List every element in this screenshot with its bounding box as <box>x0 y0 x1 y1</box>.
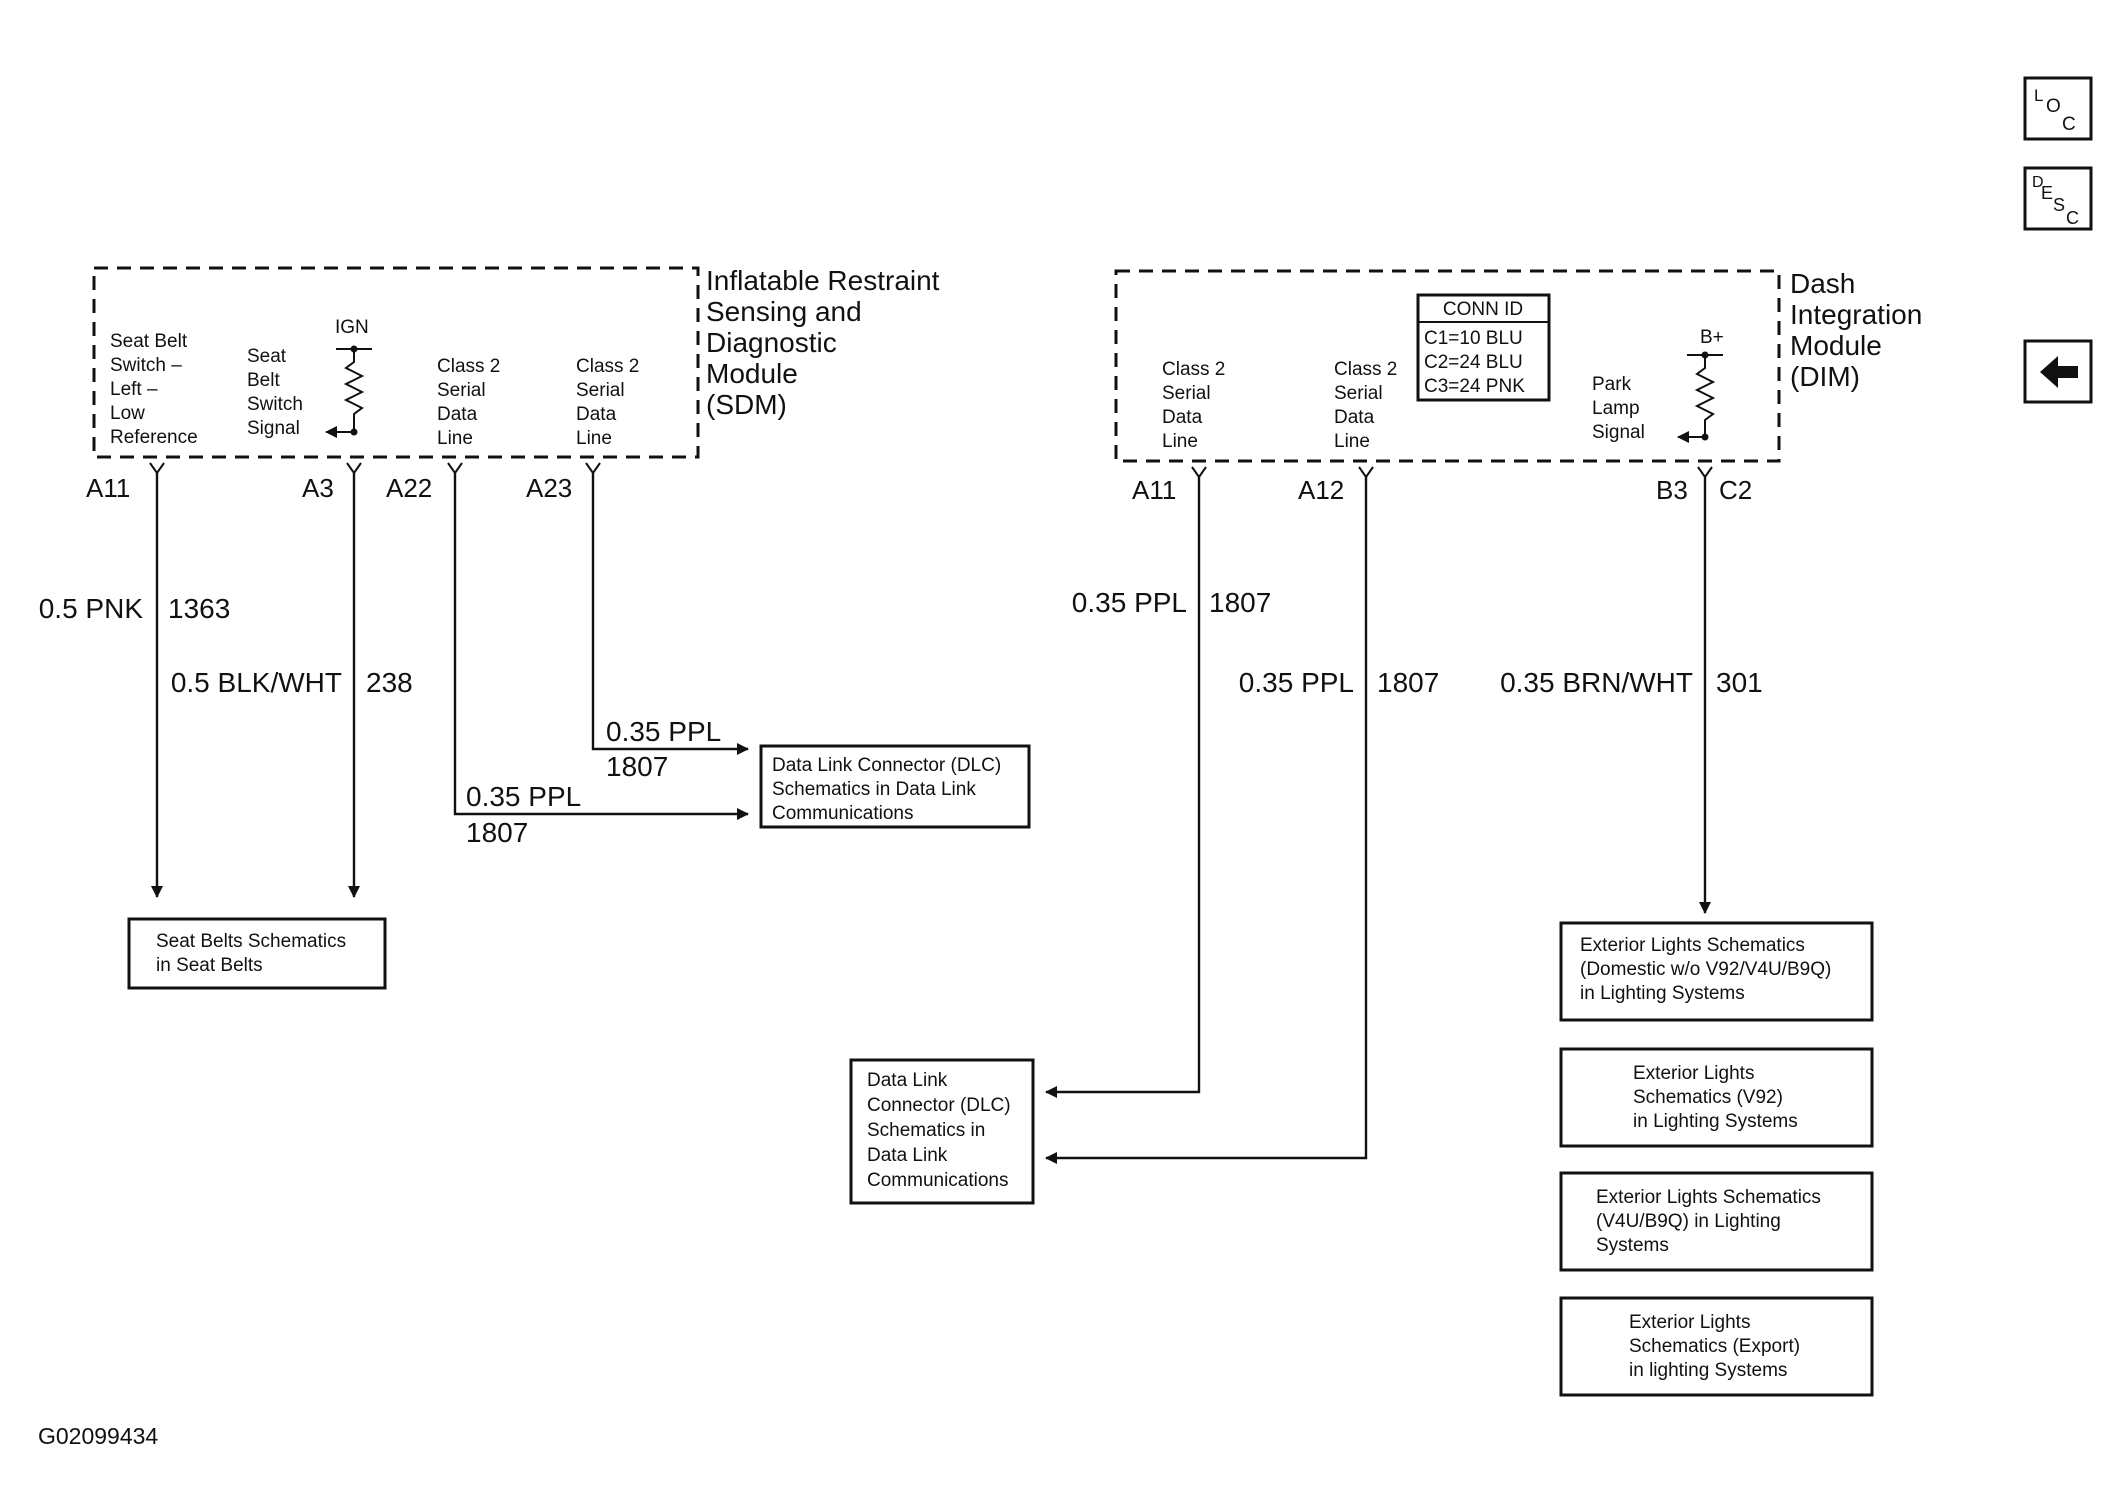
loc-button[interactable]: L O C <box>2023 76 2093 141</box>
wire-sdm-a23 <box>591 473 749 755</box>
loc-button-label-1: L <box>2034 86 2043 105</box>
back-button[interactable] <box>2023 339 2093 404</box>
dim-park-lamp-label: Park Lamp Signal <box>1592 374 1645 443</box>
dim-pin-b3: B3 <box>1656 475 1688 505</box>
dim-dashed-outline <box>1114 269 1781 463</box>
sdm-pin-a23-connector <box>585 462 601 475</box>
wire-dim-a11 <box>1045 477 1201 1098</box>
ref-ext-lights-v4u-text: Exterior Lights Schematics (V4U/B9Q) in … <box>1596 1187 1826 1256</box>
ref-dlc-bottom-text: Data Link Connector (DLC) Schematics in … <box>867 1070 1016 1191</box>
dim-class2-a12-label: Class 2 Serial Data Line <box>1334 359 1403 452</box>
dim-conn-id-table: CONN ID C1=10 BLU C2=24 BLU C3=24 PNK <box>1416 293 1551 402</box>
dim-title-line-4: (DIM) <box>1790 361 1860 392</box>
sdm-module: Inflatable Restraint Sensing and Diagnos… <box>86 265 947 503</box>
wire-dim-a12-circuit: 1807 <box>1377 667 1439 698</box>
sdm-title-line-2: Sensing and <box>706 296 862 327</box>
ref-ext-lights-export-text: Exterior Lights Schematics (Export) in l… <box>1629 1312 1805 1381</box>
dim-title-line-2: Integration <box>1790 299 1922 330</box>
ref-ext-lights-v4u-box[interactable]: Exterior Lights Schematics (V4U/B9Q) in … <box>1559 1171 1874 1272</box>
conn-id-row-1: C1=10 BLU <box>1424 328 1523 349</box>
dim-title-line-1: Dash <box>1790 268 1855 299</box>
wire-sdm-a23-circuit: 1807 <box>606 751 668 782</box>
dim-pin-a12: A12 <box>1298 475 1344 505</box>
loc-button-label-2: O <box>2046 96 2061 117</box>
desc-button-label-3: S <box>2053 195 2065 215</box>
wire-sdm-a11-circuit: 1363 <box>168 593 230 624</box>
loc-button-label-3: C <box>2062 114 2076 135</box>
desc-button-label-2: E <box>2041 183 2053 203</box>
ref-seat-belts-box[interactable]: Seat Belts Schematics in Seat Belts <box>127 917 387 990</box>
ref-dlc-right-box[interactable]: Data Link Connector (DLC) Schematics in … <box>759 744 1031 829</box>
ref-ext-lights-export-box[interactable]: Exterior Lights Schematics (Export) in l… <box>1559 1296 1874 1397</box>
wire-dim-a11-color: 0.35 PPL <box>1072 587 1187 618</box>
dim-pullup-resistor <box>1677 351 1723 443</box>
sdm-pullup-resistor <box>325 345 372 438</box>
desc-button[interactable]: D E S C <box>2023 166 2093 231</box>
sdm-title-line-4: Module <box>706 358 798 389</box>
sdm-title-line-5: (SDM) <box>706 389 787 420</box>
ref-ext-lights-domestic-text: Exterior Lights Schematics (Domestic w/o… <box>1580 935 1837 1004</box>
dim-pin-c2: C2 <box>1719 475 1752 505</box>
wire-dim-b3-color: 0.35 BRN/WHT <box>1500 667 1693 698</box>
wire-sdm-a3-circuit: 238 <box>366 667 413 698</box>
wire-sdm-a22-circuit: 1807 <box>466 817 528 848</box>
sdm-pin-a22: A22 <box>386 473 432 503</box>
wire-sdm-a22-color: 0.35 PPL <box>466 781 581 812</box>
dim-pin-a11-connector <box>1191 466 1207 479</box>
sdm-class2-a22-label: Class 2 Serial Data Line <box>437 356 506 449</box>
sdm-dashed-outline <box>92 266 700 459</box>
sdm-seat-belt-signal-label: Seat Belt Switch Signal <box>247 346 308 439</box>
wire-dim-b3-circuit: 301 <box>1716 667 1763 698</box>
dim-title-line-3: Module <box>1790 330 1882 361</box>
sdm-pin-a23: A23 <box>526 473 572 503</box>
dim-title: Dash Integration Module (DIM) <box>1790 268 1930 392</box>
wire-sdm-a3-color: 0.5 BLK/WHT <box>171 667 342 698</box>
sdm-pin-a11-connector <box>149 462 165 475</box>
ref-ext-lights-domestic-box[interactable]: Exterior Lights Schematics (Domestic w/o… <box>1559 921 1874 1022</box>
conn-id-row-3: C3=24 PNK <box>1424 376 1525 397</box>
dim-module: Dash Integration Module (DIM) CONN ID C1… <box>1114 268 1930 505</box>
wire-dim-a12 <box>1045 477 1368 1164</box>
sdm-pin-a3-connector <box>346 462 362 475</box>
ref-dlc-right-text: Data Link Connector (DLC) Schematics in … <box>772 755 1006 824</box>
wire-sdm-a23-color: 0.35 PPL <box>606 716 721 747</box>
sdm-pin-a22-connector <box>447 462 463 475</box>
dim-pin-b3c2-connector <box>1697 466 1713 479</box>
figure-id: G02099434 <box>38 1423 158 1449</box>
wire-sdm-a11-color: 0.5 PNK <box>39 593 144 624</box>
conn-id-header: CONN ID <box>1443 299 1523 320</box>
ref-ext-lights-v92-text: Exterior Lights Schematics (V92) in Ligh… <box>1633 1063 1798 1132</box>
desc-button-label-4: C <box>2066 208 2079 228</box>
left-arrow-icon <box>2040 356 2078 388</box>
sdm-title: Inflatable Restraint Sensing and Diagnos… <box>706 265 947 420</box>
wire-sdm-a22 <box>453 473 749 820</box>
sdm-title-line-1: Inflatable Restraint <box>706 265 940 296</box>
sdm-title-line-3: Diagnostic <box>706 327 837 358</box>
sdm-pin-a11: A11 <box>86 473 130 503</box>
sdm-seat-belt-ref-label: Seat Belt Switch – Left – Low Reference <box>110 331 198 448</box>
sdm-ign-label: IGN <box>335 317 369 338</box>
ref-dlc-bottom-box[interactable]: Data Link Connector (DLC) Schematics in … <box>849 1058 1035 1205</box>
wire-dim-a11-circuit: 1807 <box>1209 587 1271 618</box>
dim-b-plus-label: B+ <box>1700 327 1724 348</box>
wire-dim-a12-color: 0.35 PPL <box>1239 667 1354 698</box>
ref-seat-belts-text: Seat Belts Schematics in Seat Belts <box>156 931 351 976</box>
sdm-pin-a3: A3 <box>302 473 334 503</box>
conn-id-row-2: C2=24 BLU <box>1424 352 1523 373</box>
dim-pin-a12-connector <box>1358 466 1374 479</box>
sdm-class2-a23-label: Class 2 Serial Data Line <box>576 356 645 449</box>
desc-button-label-1: D <box>2032 174 2044 191</box>
dim-class2-a11-label: Class 2 Serial Data Line <box>1162 359 1231 452</box>
dim-pin-a11: A11 <box>1132 475 1176 505</box>
ref-ext-lights-v92-box[interactable]: Exterior Lights Schematics (V92) in Ligh… <box>1559 1047 1874 1148</box>
